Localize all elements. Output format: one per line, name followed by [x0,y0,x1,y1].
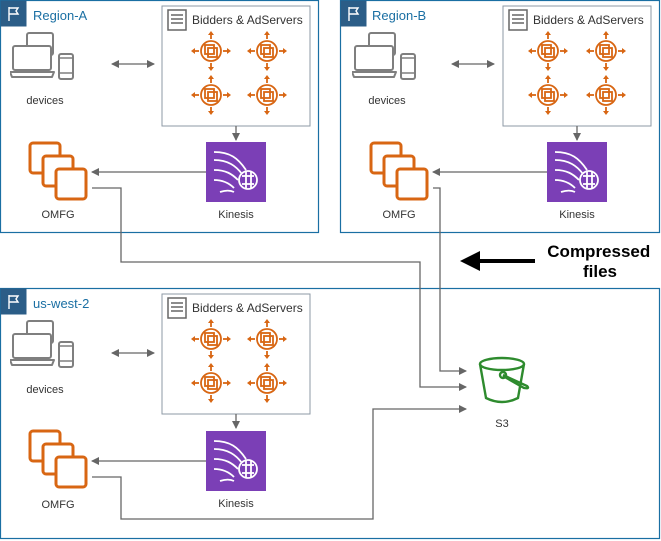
compressed-files-line-2: files [583,262,617,281]
kinesis-label: Kinesis [218,498,254,510]
region-flag-icon [0,0,27,27]
server-icon [167,297,187,319]
region-flag-icon [0,288,27,315]
devices-icon [352,32,416,80]
ec2-instances-icon [28,141,88,201]
devices-label: devices [26,384,64,396]
region-a: Region-A devices Bidders & AdServers Kin… [0,0,320,234]
devices-icon [10,32,74,80]
bidders-group: Bidders & AdServers [161,293,311,415]
kinesis-icon [547,142,607,202]
server-icon [167,9,187,31]
bidders-group: Bidders & AdServers [161,5,311,127]
bidders-label: Bidders & AdServers [192,13,303,27]
kinesis-icon [206,431,266,491]
ec2-instances-icon [369,141,429,201]
omfg-us-west-2-to-s3-connector [92,405,467,520]
region-us-west-2: us-west-2 devices Bidders & AdServers Ki… [0,287,661,540]
omfg-label: OMFG [42,499,75,511]
server-icon [508,9,528,31]
region-a-label: Region-A [33,8,88,23]
bidders-group: Bidders & AdServers [502,5,652,127]
ec2-instances-icon [28,429,88,489]
bidders-label: Bidders & AdServers [192,301,303,315]
bidders-label: Bidders & AdServers [533,13,644,27]
devices-label: devices [368,95,406,107]
region-b-border [339,0,661,234]
left-arrow-icon [460,251,535,271]
region-flag-icon [340,0,367,27]
kinesis-label: Kinesis [218,209,254,221]
kinesis-icon [206,142,266,202]
s3-bucket-icon [478,356,530,404]
region-b-label: Region-B [372,8,426,23]
compressed-files-label: Compressed files [547,242,655,281]
region-us-west-2-label: us-west-2 [33,296,89,311]
devices-label: devices [26,95,64,107]
s3-label: S3 [495,418,508,430]
region-us-west-2-border [0,287,661,540]
omfg-a-to-s3-connector [92,187,467,391]
compressed-files-callout: Compressed files [460,242,655,281]
omfg-label: OMFG [383,209,416,221]
omfg-b-to-s3-connector [433,187,467,375]
omfg-label: OMFG [42,209,75,221]
kinesis-label: Kinesis [559,209,595,221]
region-a-border [0,0,320,234]
devices-icon [10,320,74,368]
region-b: Region-B devices Bidders & AdServers Kin… [339,0,661,234]
compressed-files-line-1: Compressed [547,242,650,261]
